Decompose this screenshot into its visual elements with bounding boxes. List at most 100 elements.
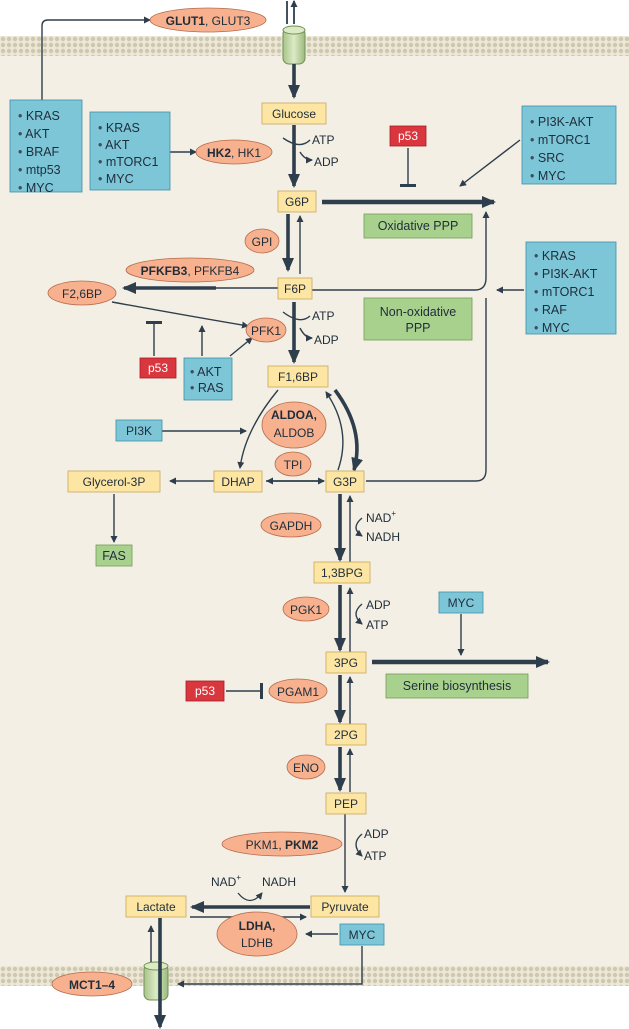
regulator-label: mtp53 [26, 163, 61, 177]
regulator-box-glut [9, 99, 83, 193]
gapdh-label: GAPDH [270, 519, 313, 533]
regulator-label: BRAF [26, 145, 60, 159]
cofactor-nad-gapdh-charge: + [391, 509, 396, 518]
regulator-box-ppp [521, 105, 617, 185]
metabolite-13bpg: 1,3BPG [313, 561, 371, 584]
bullet-icon: • [190, 365, 197, 379]
p53-pfk-label: p53 [148, 361, 168, 375]
regulator-label: MYC [542, 321, 570, 335]
p53-pgam-label: p53 [195, 684, 215, 698]
bullet-icon: • [530, 115, 538, 129]
regulator-myc-serine: MYC [438, 591, 484, 614]
regulator-label: mTORC1 [106, 155, 159, 169]
bullet-icon: • [98, 121, 106, 135]
regulator-box-hk [89, 111, 171, 191]
arrow-f16bp-g3p [333, 388, 363, 472]
pgk1-label: PGK1 [290, 603, 322, 617]
metabolite-pep: PEP [325, 792, 367, 815]
pg3-label: 3PG [334, 656, 358, 670]
pfk-adp-curve [299, 327, 313, 342]
p53-pgam-box: p53 [185, 680, 225, 702]
regulator-box1-item: • KRAS [18, 109, 60, 123]
bullet-icon: • [534, 249, 542, 263]
regulator-label: mTORC1 [538, 133, 591, 147]
cofactor-adp-hk: ADP [314, 155, 339, 169]
regulator-box-nonox-ppp [525, 241, 617, 335]
arrow-g3p-ppp [366, 298, 487, 482]
regulator-pi3k: PI3K [115, 419, 163, 442]
enzyme-gpi: GPI [244, 228, 280, 254]
regulator-label: PI3K-AKT [542, 267, 598, 281]
arrow-f26bp-pfk1 [111, 301, 249, 329]
hk-adp-curve [299, 151, 313, 164]
metabolite-lactate: Lactate [125, 895, 187, 918]
metabolite-f26bp: F2,6BP [47, 280, 117, 306]
arrow-box1-glut [41, 16, 151, 100]
regulator-label: SRC [538, 151, 564, 165]
regulator-label: AKT [25, 127, 50, 141]
p53-pfk-box: p53 [139, 357, 177, 379]
pathway-non-oxidative-ppp: Non-oxidative PPP [363, 297, 473, 341]
regulator-box1-item: • BRAF [18, 145, 60, 159]
cofactor-adp-pgk: ADP [366, 598, 391, 612]
regulator-label: KRAS [26, 109, 60, 123]
pathway-serine: Serine biosynthesis [385, 673, 529, 699]
bullet-icon: • [534, 303, 542, 317]
cofactor-atp-pgk: ATP [366, 618, 388, 632]
regulator-box5-item: • AKT [190, 365, 222, 379]
pathway-oxidative-ppp: Oxidative PPP [363, 213, 473, 239]
metabolite-dhap: DHAP [213, 470, 263, 493]
dhap-label: DHAP [221, 475, 254, 489]
regulator-label: MYC [106, 172, 134, 186]
bullet-icon: • [18, 163, 26, 177]
bullet-icon: • [98, 138, 105, 152]
svg-text:NAD+: NAD+ [366, 509, 396, 526]
metabolite-g6p: G6P [277, 190, 317, 213]
pathway-fas: FAS [95, 544, 133, 567]
enzyme-hk: HK2, HK1 [195, 139, 273, 165]
regulator-box-akt-ras [183, 357, 233, 401]
bullet-icon: • [534, 285, 542, 299]
hk1-label: , HK1 [231, 146, 261, 160]
arrow-f16bp-dhap [237, 389, 279, 469]
cofactor-adp-pfk: ADP [314, 333, 339, 347]
cofactor-atp-pk: ATP [364, 849, 386, 863]
enzyme-eno: ENO [286, 754, 326, 780]
regulator-label: AKT [197, 365, 222, 379]
non-oxidative-ppp-label-2: PPP [405, 321, 430, 335]
pkm2-label: PKM2 [285, 838, 319, 852]
metabolite-3pg: 3PG [325, 651, 367, 674]
cofactor-adp-pk: ADP [364, 827, 389, 841]
bullet-icon: • [190, 381, 198, 395]
arrow-myc-mct [177, 946, 363, 988]
bullet-icon: • [18, 145, 26, 159]
hk-atp-curve [282, 137, 311, 146]
metabolite-glucose: Glucose [261, 102, 327, 125]
arrow-akt-pfk1 [229, 337, 253, 357]
regulator-box2-item: • KRAS [98, 121, 140, 135]
arrow-back-f16bp [325, 391, 344, 471]
regulator-box2-item: • MYC [98, 172, 134, 186]
regulator-box4-item: • RAF [534, 303, 567, 317]
bullet-icon: • [530, 169, 538, 183]
gpi-label: GPI [252, 235, 273, 249]
regulator-box3-item: • mTORC1 [530, 133, 590, 147]
svg-text:PKM1, PKM2: PKM1, PKM2 [246, 838, 319, 852]
bullet-icon: • [530, 133, 538, 147]
serine-label: Serine biosynthesis [403, 679, 511, 693]
p53-ppp-box: p53 [389, 125, 427, 147]
regulator-box4-item: • PI3K-AKT [534, 267, 598, 281]
g6p-label: G6P [285, 195, 309, 209]
svg-text:GLUT1, GLUT3: GLUT1, GLUT3 [166, 14, 251, 28]
pep-label: PEP [334, 797, 358, 811]
myc-ldh-label: MYC [349, 928, 376, 942]
cofactor-nad-ldh: NAD [211, 875, 237, 889]
regulator-box3-item: • MYC [530, 169, 566, 183]
regulator-box4-item: • KRAS [534, 249, 576, 263]
bullet-icon: • [98, 155, 106, 169]
bpg13-label: 1,3BPG [321, 566, 363, 580]
glycerol3p-label: Glycerol-3P [83, 475, 146, 489]
p53-ppp-label: p53 [398, 129, 418, 143]
membrane-top [0, 36, 629, 56]
